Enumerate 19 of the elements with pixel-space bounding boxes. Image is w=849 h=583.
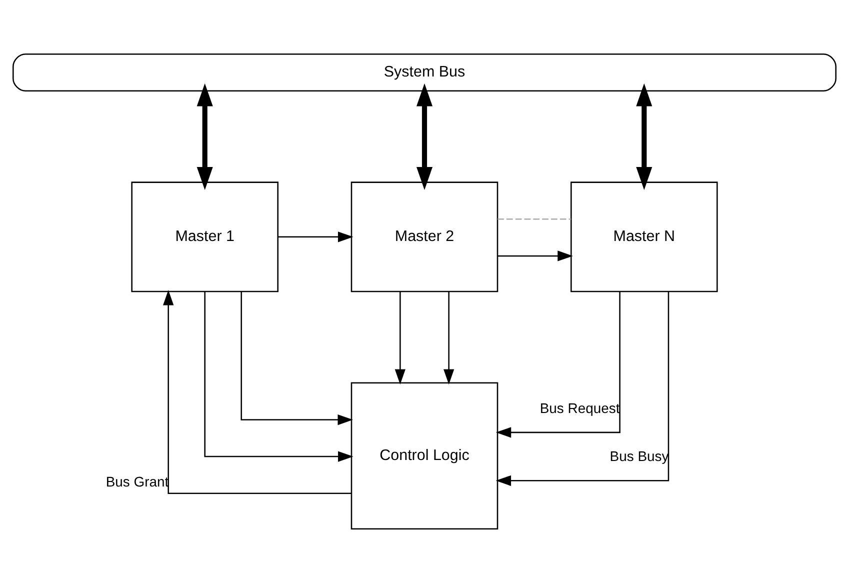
edge-label: Bus Busy <box>610 448 669 464</box>
node-box: Master 1 <box>131 182 278 292</box>
arrow <box>496 292 620 438</box>
arrow <box>636 83 652 190</box>
node-box: System Bus <box>12 53 836 92</box>
arrow <box>394 292 406 384</box>
arrow <box>416 83 433 190</box>
arrow <box>240 292 353 426</box>
arrow <box>204 292 354 462</box>
arrow <box>163 290 352 494</box>
connector <box>498 218 571 220</box>
arrow <box>498 250 573 262</box>
arrow <box>278 232 354 242</box>
arrow <box>496 292 670 486</box>
node-box: Master N <box>570 182 718 292</box>
node-box: Master 2 <box>350 182 498 292</box>
node-box: Control Logic <box>350 382 498 530</box>
arrow <box>196 83 213 190</box>
arrow <box>444 292 454 384</box>
